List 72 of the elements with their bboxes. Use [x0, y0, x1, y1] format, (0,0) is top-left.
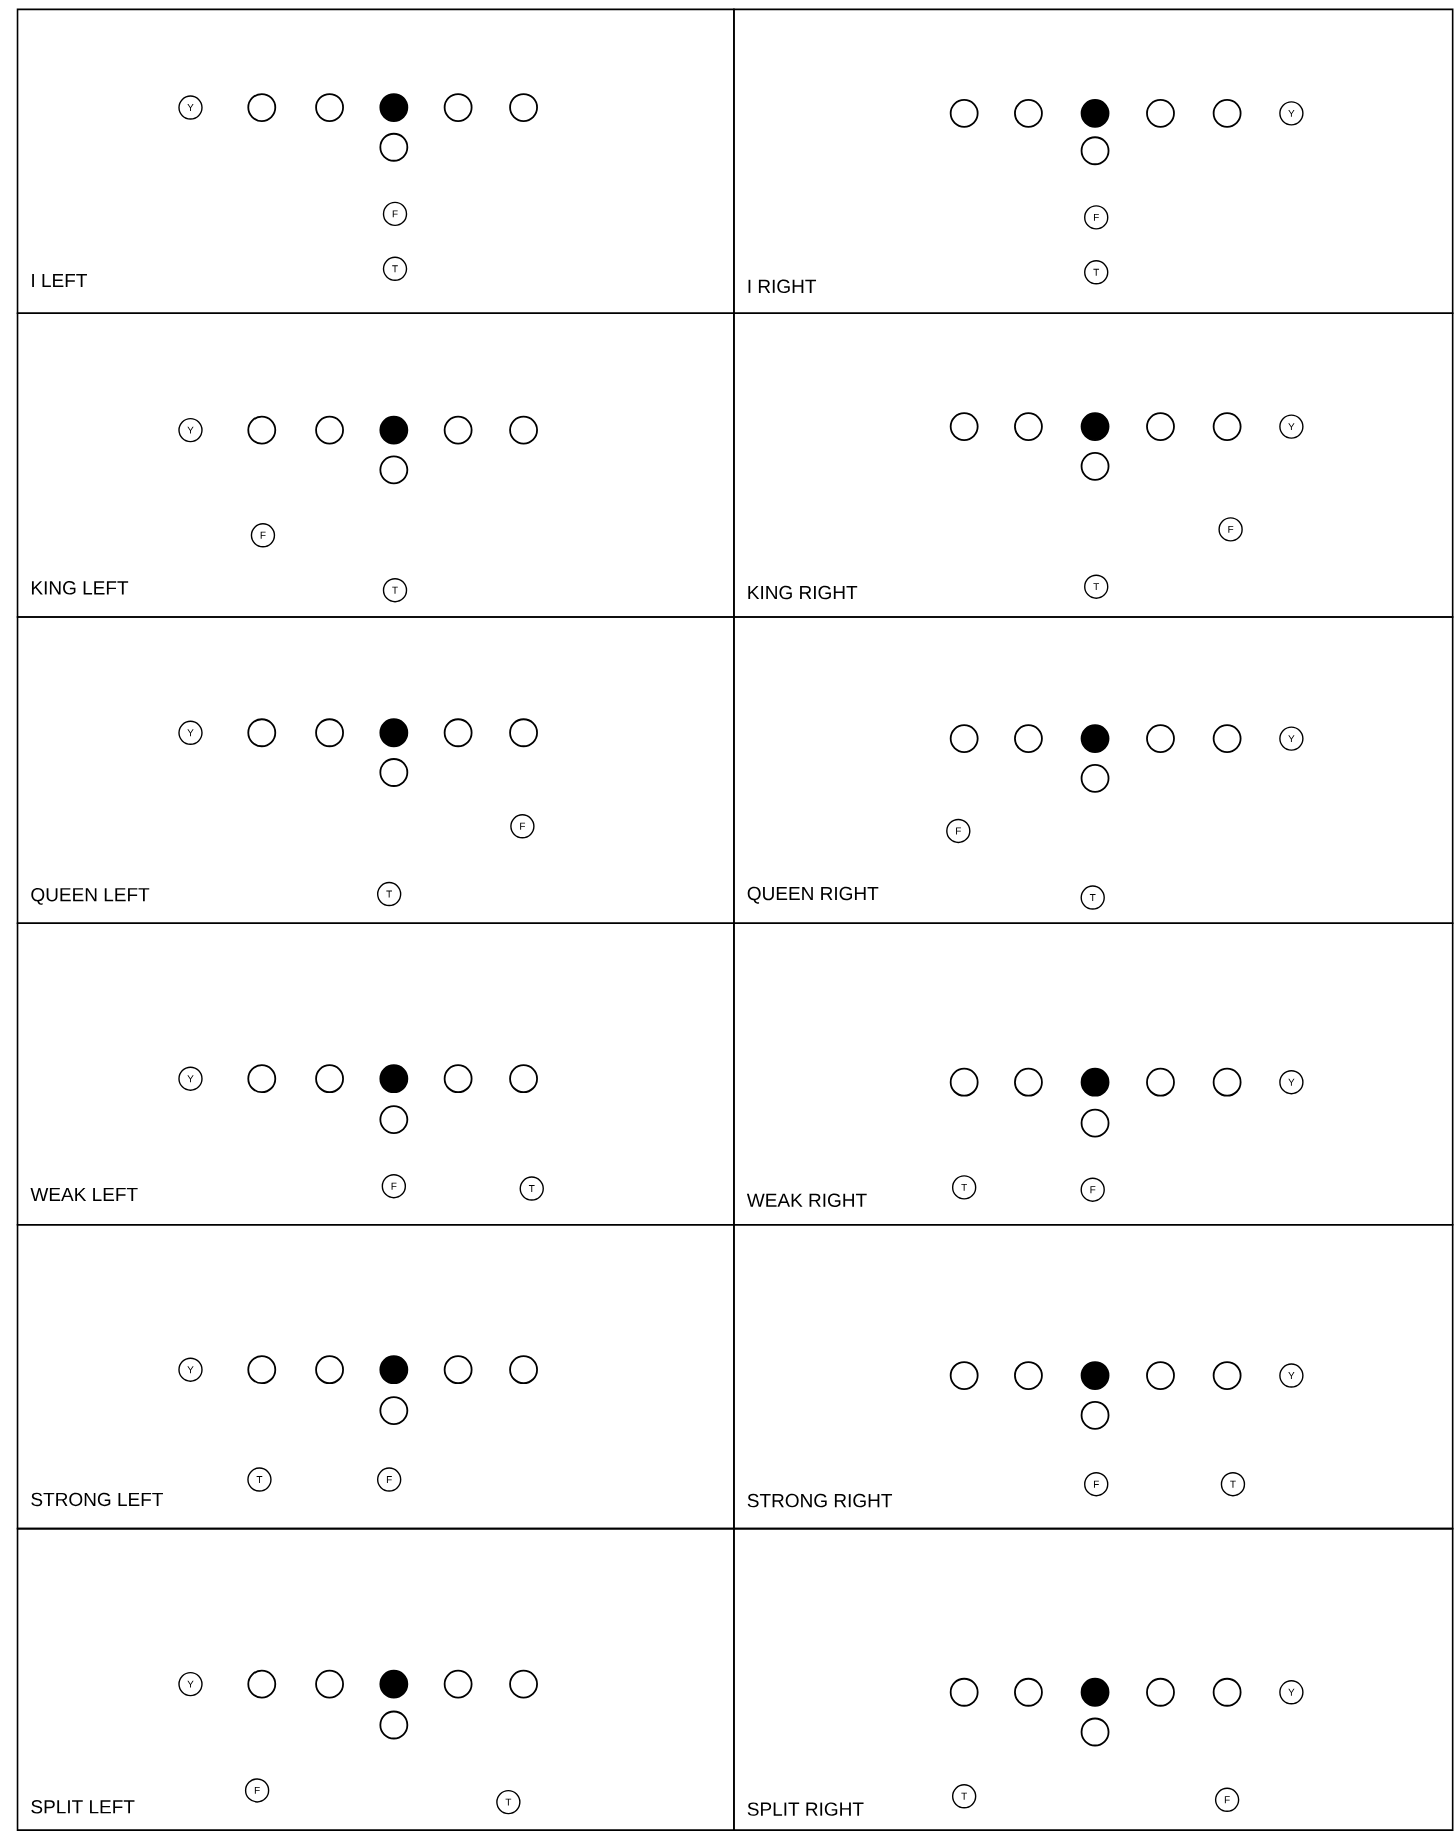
- player-circle: [1080, 1361, 1110, 1390]
- player-circle: [443, 718, 473, 748]
- player-circle: [443, 1355, 473, 1385]
- player-circle: [1080, 136, 1110, 166]
- player-circle: [949, 412, 979, 441]
- player-circle: [379, 1669, 409, 1699]
- player-circle: [509, 1669, 538, 1699]
- player-circle: [949, 1677, 979, 1707]
- player-circle: [379, 455, 409, 485]
- player-circle: [247, 93, 277, 122]
- player-circle: [1014, 1067, 1043, 1097]
- player-circle: [949, 1361, 979, 1390]
- player-circle: [247, 415, 277, 445]
- player-circle: [379, 132, 409, 162]
- player-circle: [949, 724, 979, 753]
- player-circle: [315, 718, 344, 748]
- player-circle: [1212, 412, 1242, 441]
- player-circle: [1080, 1108, 1110, 1138]
- player-circle: [1080, 451, 1110, 481]
- player-circle: [1212, 1361, 1242, 1390]
- player-circle: [949, 98, 979, 128]
- player-circle: [379, 1710, 409, 1740]
- player-circle: [315, 1355, 344, 1385]
- player-circle: [379, 758, 409, 787]
- player-circle: [1212, 1677, 1242, 1707]
- player-circle: [443, 93, 473, 122]
- player-circle: [509, 1064, 538, 1094]
- player-circle: [509, 718, 538, 748]
- player-circle: [1080, 1717, 1110, 1747]
- player-circle: [1014, 1677, 1043, 1707]
- player-circle: [1080, 412, 1110, 441]
- player-circle: [1212, 1067, 1242, 1097]
- player-circle: [247, 1355, 277, 1385]
- player-circle: [1146, 1067, 1175, 1097]
- player-circle: [315, 415, 344, 445]
- player-circle: [379, 1396, 409, 1425]
- player-circle: [1080, 724, 1110, 753]
- player-circle: [1212, 98, 1242, 128]
- player-circle: [1146, 412, 1175, 441]
- player-circle: [1014, 724, 1043, 753]
- player-circle: [443, 1064, 473, 1094]
- player-circle: [379, 1355, 409, 1385]
- player-circle: [379, 415, 409, 445]
- player-circle: [949, 1067, 979, 1097]
- player-circle: [509, 93, 538, 122]
- player-circle: [1080, 763, 1110, 793]
- player-circle: [379, 1105, 409, 1134]
- player-circle: [1212, 724, 1242, 753]
- player-circle: [1146, 1361, 1175, 1390]
- player-circle: [443, 415, 473, 445]
- player-circle: [247, 1669, 277, 1699]
- player-circle: [379, 718, 409, 748]
- player-circle: [1146, 98, 1175, 128]
- player-circle: [1014, 1361, 1043, 1390]
- player-circle: [1080, 1400, 1110, 1430]
- player-circle: [1146, 1677, 1175, 1707]
- player-circle: [443, 1669, 473, 1699]
- player-circle: [1080, 98, 1110, 128]
- player-circle: [315, 1064, 344, 1094]
- player-circle: [379, 93, 409, 122]
- player-circle: [1146, 724, 1175, 753]
- player-circle: [247, 1064, 277, 1094]
- player-circle: [1080, 1677, 1110, 1707]
- player-circle: [1014, 98, 1043, 128]
- player-circle: [509, 415, 538, 445]
- player-circle: [379, 1064, 409, 1094]
- player-circle: [1014, 412, 1043, 441]
- player-circle: [315, 93, 344, 122]
- player-circle: [1080, 1067, 1110, 1097]
- player-circle: [315, 1669, 344, 1699]
- player-circle: [509, 1355, 538, 1385]
- player-circle: [247, 718, 277, 748]
